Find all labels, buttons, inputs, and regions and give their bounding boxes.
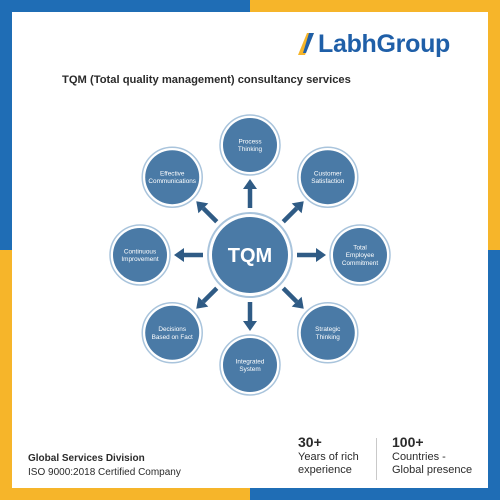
stats-divider — [376, 438, 377, 480]
node-label-integrated-system-0: Integrated — [236, 358, 265, 365]
division-name: Global Services Division — [28, 453, 145, 464]
node-label-effective-communications-1: Communications — [148, 178, 196, 185]
node-label-process-thinking-0: Process — [238, 138, 261, 145]
stat-years-number: 30+ — [298, 434, 322, 450]
arrow-process-thinking — [243, 179, 257, 208]
brand-name: LabhGroup — [318, 29, 451, 58]
node-label-decisions-based-on-fact-0: Decisions — [158, 326, 186, 333]
arrow-continuous-improvement — [174, 248, 203, 262]
arrow-integrated-system — [243, 302, 257, 331]
node-label-continuous-improvement-1: Improvement — [121, 256, 159, 263]
node-label-integrated-system-1: System — [239, 366, 260, 373]
stat-years-line2: experience — [298, 464, 352, 476]
logo-mark-icon — [298, 33, 314, 55]
stat-countries-line1: Countries - — [392, 451, 446, 463]
arrow-total-employee-commitment — [297, 248, 326, 262]
stat-countries-number: 100+ — [392, 434, 424, 450]
stat-countries: 100+ Countries - Global presence — [392, 434, 472, 477]
node-label-customer-satisfaction-1: Satisfaction — [311, 178, 344, 185]
node-label-continuous-improvement-0: Continuous — [124, 248, 156, 255]
node-label-effective-communications-0: Effective — [160, 171, 185, 178]
node-label-strategic-thinking-1: Thinking — [316, 334, 341, 341]
center-label: TQM — [228, 245, 272, 267]
footer-left: Global Services Division ISO 9000:2018 C… — [28, 452, 181, 480]
node-label-strategic-thinking-0: Strategic — [315, 326, 341, 333]
page-title: TQM (Total quality management) consultan… — [62, 74, 351, 86]
node-label-total-employee-commitment-1: Employee — [346, 252, 375, 259]
stat-years-line1: Years of rich — [298, 451, 359, 463]
arrow-customer-satisfaction — [281, 201, 304, 224]
brand-logo[interactable]: LabhGroup — [298, 28, 450, 60]
center-node-tqm: TQM — [207, 212, 293, 298]
arrow-decisions-based-on-fact — [196, 286, 219, 309]
node-label-process-thinking-1: Thinking — [238, 146, 263, 153]
certification-text: ISO 9000:2018 Certified Company — [28, 467, 181, 478]
node-label-total-employee-commitment-0: Total — [353, 245, 367, 252]
node-label-customer-satisfaction-0: Customer — [314, 171, 343, 178]
node-label-decisions-based-on-fact-1: Based on Fact — [152, 334, 193, 341]
arrow-effective-communications — [196, 201, 219, 224]
node-label-total-employee-commitment-2: Commitment — [342, 260, 378, 267]
stat-countries-line2: Global presence — [392, 464, 473, 476]
stat-years: 30+ Years of rich experience — [298, 434, 359, 477]
arrow-strategic-thinking — [281, 286, 304, 309]
